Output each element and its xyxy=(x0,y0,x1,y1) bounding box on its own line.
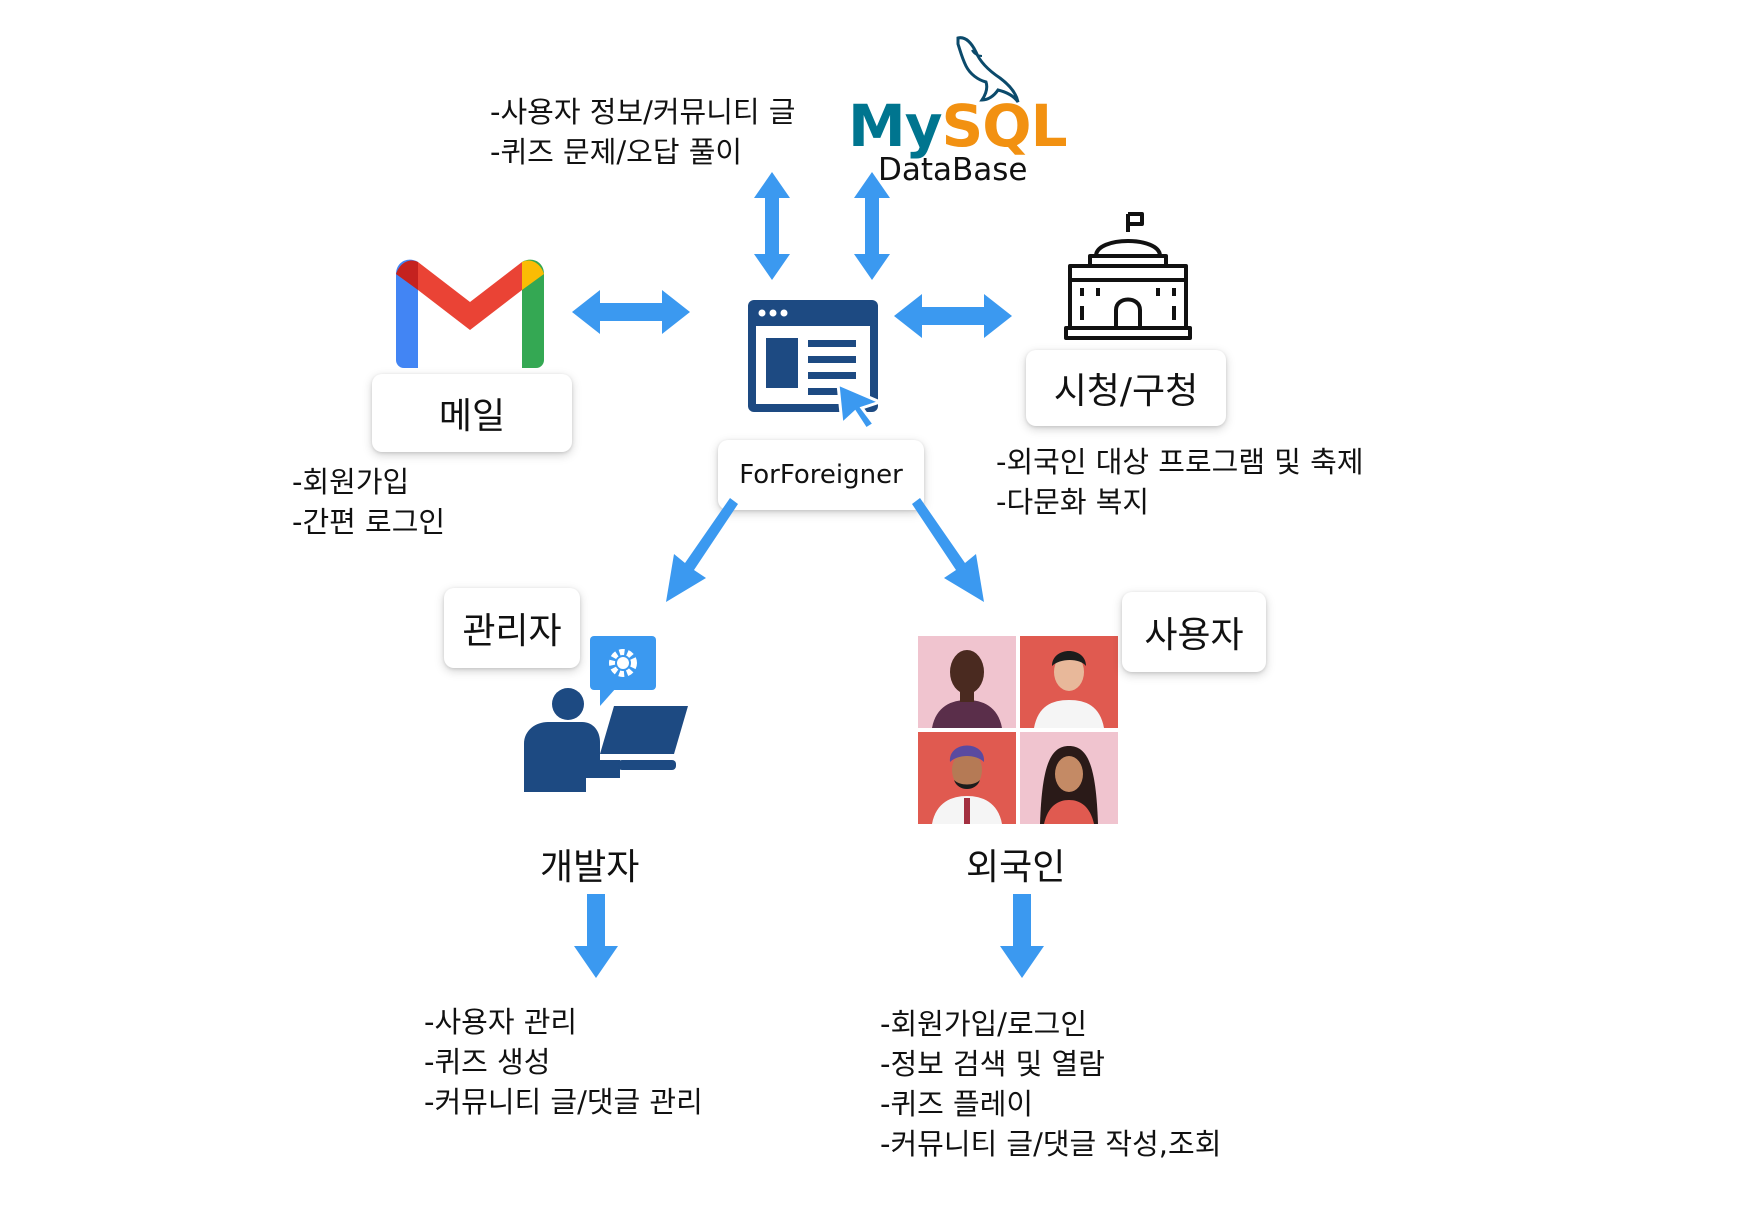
government-notes: -외국인 대상 프로그램 및 축제 -다문화 복지 xyxy=(996,442,1364,522)
government-label: 시청/구청 xyxy=(1026,350,1226,426)
user-note-1: -회원가입/로그인 xyxy=(880,1007,1087,1041)
admin-notes: -사용자 관리 -퀴즈 생성 -커뮤니티 글/댓글 관리 xyxy=(424,1002,703,1122)
admin-note-3: -커뮤니티 글/댓글 관리 xyxy=(424,1085,703,1119)
center-app-label: ForForeigner xyxy=(718,440,924,510)
database-notes: -사용자 정보/커뮤니티 글 -퀴즈 문제/오답 풀이 xyxy=(490,92,795,172)
admin-sublabel: 개발자 xyxy=(540,847,640,888)
user-note-3: -퀴즈 플레이 xyxy=(880,1087,1034,1121)
government-label-text: 시청/구청 xyxy=(1053,371,1199,412)
mail-label-text: 메일 xyxy=(438,396,506,437)
arrow-app-user xyxy=(912,498,984,602)
database-note-2: -퀴즈 문제/오답 풀이 xyxy=(490,135,743,169)
arrow-user-notes xyxy=(1000,894,1044,978)
mail-note-2: -간편 로그인 xyxy=(292,505,446,539)
gmail-icon xyxy=(396,256,544,368)
admin-settings-icon xyxy=(522,636,688,792)
arrow-admin-notes xyxy=(574,894,618,978)
database-label: DataBase xyxy=(878,152,1028,188)
arrow-mail-app xyxy=(572,290,690,334)
user-label-text: 사용자 xyxy=(1144,615,1244,656)
mysql-logo: MySQL DataBase xyxy=(848,30,1068,190)
city-hall-icon xyxy=(1062,210,1194,342)
user-note-2: -정보 검색 및 열람 xyxy=(880,1047,1105,1081)
admin-note-2: -퀴즈 생성 xyxy=(424,1045,551,1079)
mail-notes: -회원가입 -간편 로그인 xyxy=(292,462,445,542)
center-app-label-text: ForForeigner xyxy=(739,460,903,490)
government-note-2: -다문화 복지 xyxy=(996,485,1150,519)
mysql-logo-text: MySQL xyxy=(848,92,1068,160)
admin-label: 관리자 xyxy=(444,588,580,668)
user-label: 사용자 xyxy=(1122,592,1266,672)
arrow-app-db-2 xyxy=(854,172,890,280)
arrow-app-admin xyxy=(666,498,738,602)
government-note-1: -외국인 대상 프로그램 및 축제 xyxy=(996,445,1364,479)
arrow-app-government xyxy=(894,294,1012,338)
admin-note-1: -사용자 관리 xyxy=(424,1005,578,1039)
user-note-4: -커뮤니티 글/댓글 작성,조회 xyxy=(880,1127,1222,1161)
user-sublabel: 외국인 xyxy=(966,847,1066,888)
mail-label: 메일 xyxy=(372,374,572,452)
foreigners-portraits-icon xyxy=(918,636,1118,824)
arrow-app-db-1 xyxy=(754,172,790,280)
user-notes: -회원가입/로그인 -정보 검색 및 열람 -퀴즈 플레이 -커뮤니티 글/댓글… xyxy=(880,1004,1221,1164)
mysql-logo-my: My xyxy=(848,92,943,160)
mysql-dolphin-icon xyxy=(956,36,1020,103)
mysql-logo-sql: SQL xyxy=(941,92,1068,160)
web-app-window-icon xyxy=(746,298,886,430)
admin-label-text: 관리자 xyxy=(462,611,562,652)
mail-note-1: -회원가입 xyxy=(292,465,410,499)
database-note-1: -사용자 정보/커뮤니티 글 xyxy=(490,95,796,129)
